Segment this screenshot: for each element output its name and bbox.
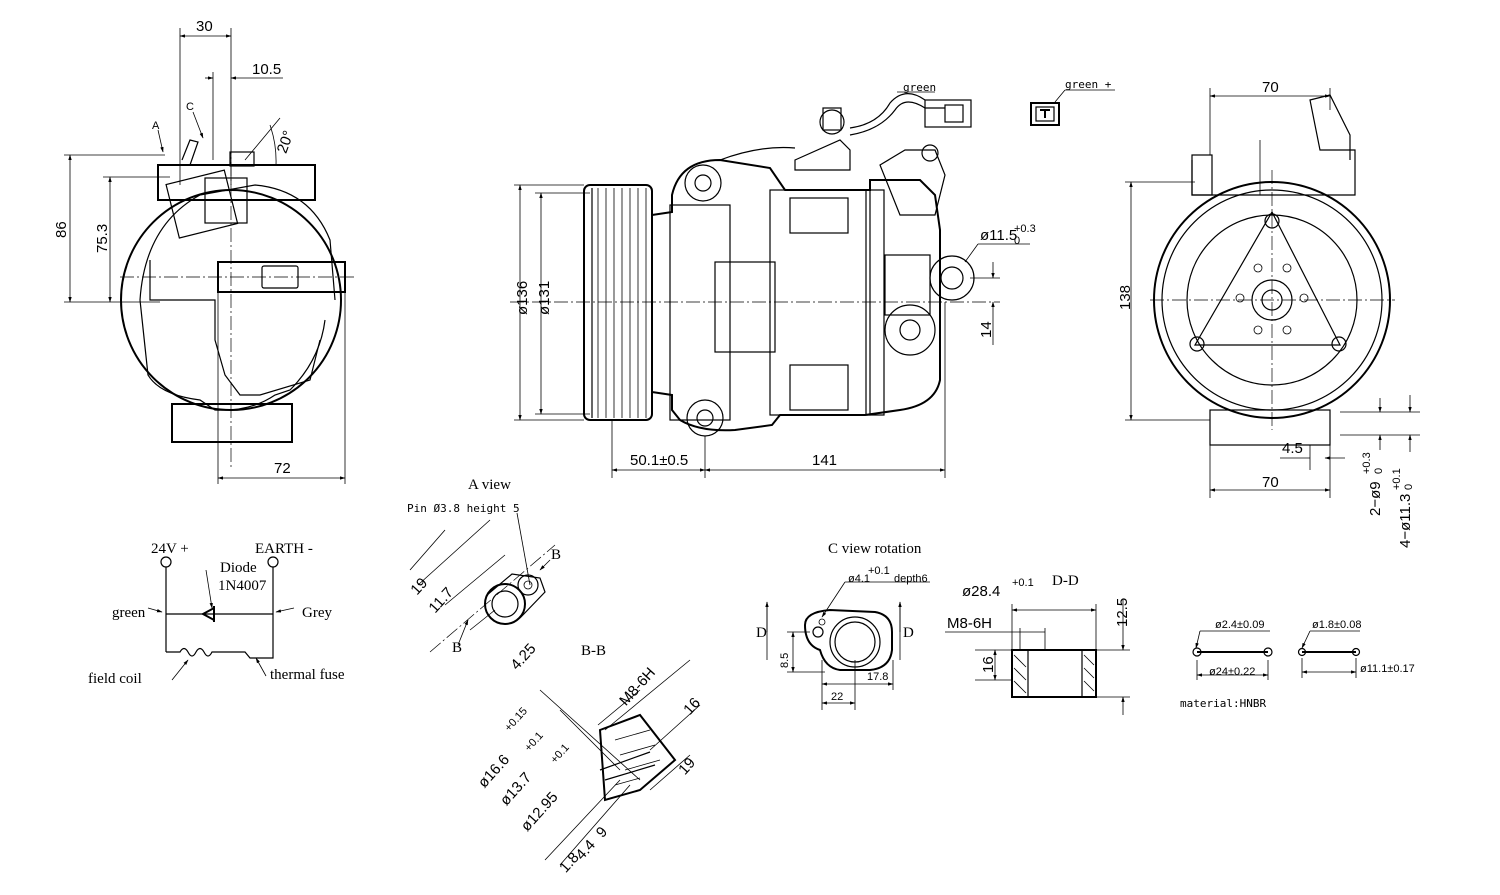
dim-10-5: 10.5 — [252, 61, 281, 78]
c-hole: ø4.1 — [848, 573, 870, 585]
connector-detail: green + — [1030, 78, 1115, 126]
dim-4-5: 4.5 — [1282, 440, 1303, 457]
dim-70-bottom: 70 — [1262, 474, 1279, 491]
label-b-top: B — [551, 547, 561, 563]
pin-note: Pin Ø3.8 height 5 — [407, 502, 520, 515]
bb-dim-d12-95: ø12.95 — [518, 789, 562, 835]
bb-section: B-B M8-6H 16 19 ø16.6 +0.15 ø13.7 +0.1 ø… — [475, 643, 704, 876]
dim-a-11-7: 11.7 — [426, 584, 457, 616]
bb-dim-9: 9 — [593, 824, 611, 842]
bb-dim-d12-95-tol: +0.1 — [548, 742, 571, 766]
dim-2-d9-tol-up: +0.3 — [1361, 452, 1373, 474]
dim-30: 30 — [196, 18, 213, 35]
c-dim-8-5: 8.5 — [779, 653, 791, 668]
dim-a-4-25: 4.25 — [507, 640, 539, 673]
c-dim-17-8: 17.8 — [867, 671, 888, 683]
label-field-coil: field coil — [88, 671, 142, 687]
label-a: A — [152, 120, 160, 132]
dd-dim-16: 16 — [980, 656, 997, 673]
label-diode: Diode — [220, 560, 257, 576]
label-thermal-fuse: thermal fuse — [270, 667, 345, 683]
label-c: C — [186, 101, 194, 113]
connector-label: green + — [1065, 78, 1112, 91]
dim-141: 141 — [812, 452, 837, 469]
dim-20-deg: 20° — [274, 128, 298, 155]
circuit-diagram: 24V + EARTH - Diode 1N4007 green Grey fi… — [88, 541, 345, 687]
dd-title: D-D — [1052, 573, 1079, 589]
dd-dim-d28-4: ø28.4 — [962, 583, 1000, 600]
label-grey-wire: Grey — [302, 605, 332, 621]
label-green-wire: green — [112, 605, 146, 621]
a-view-title: A view — [468, 477, 511, 493]
dim-75-3: 75.3 — [94, 224, 111, 253]
a-view-detail: A view Pin Ø3.8 height 5 19 11.7 4.25 B … — [407, 477, 561, 673]
dim-d131: ø131 — [536, 281, 553, 315]
ring1-id: ø24±0.22 — [1209, 666, 1255, 678]
c-view-title: C view rotation — [828, 541, 922, 557]
ring1-section: ø2.4±0.09 — [1215, 619, 1264, 631]
dim-2-d9-tol-lo: 0 — [1373, 468, 1385, 474]
ring2-section: ø1.8±0.08 — [1312, 619, 1361, 631]
label-d-right: D — [903, 625, 914, 641]
dd-dim-12-5: 12.5 — [1114, 598, 1131, 627]
c-dim-22: 22 — [831, 691, 843, 703]
dim-138: 138 — [1117, 285, 1134, 310]
dim-14: 14 — [978, 321, 995, 338]
dim-72: 72 — [274, 460, 291, 477]
bb-thread: M8-6H — [616, 664, 659, 709]
dim-50-1: 50.1±0.5 — [630, 452, 688, 469]
ring2-id: ø11.1±0.17 — [1360, 663, 1415, 675]
dim-2-d9: 2−ø9 — [1367, 481, 1384, 516]
bb-dim-19: 19 — [675, 755, 699, 779]
dd-dim-d28-4-tol: +0.1 — [1012, 577, 1034, 589]
dim-70-top: 70 — [1262, 79, 1279, 96]
c-hole-depth: depth6 — [894, 573, 928, 585]
label-24v: 24V + — [151, 541, 189, 557]
dd-thread: M8-6H — [947, 615, 992, 632]
material-note: material:HNBR — [1180, 697, 1266, 710]
dim-d11-5: ø11.5 — [980, 227, 1017, 244]
bb-dim-16: 16 — [680, 695, 704, 719]
label-d-left: D — [756, 625, 767, 641]
dim-86: 86 — [53, 221, 70, 238]
c-view-detail: C view rotation ø4.1 +0.1 depth6 D D 8.5… — [756, 541, 930, 710]
dim-4-d11-3: 4−ø11.3 — [1397, 494, 1414, 548]
dim-a-19: 19 — [407, 575, 431, 599]
bb-dim-d13-7-tol: +0.1 — [522, 730, 545, 754]
bb-title: B-B — [581, 643, 606, 659]
label-diode-model: 1N4007 — [218, 578, 267, 594]
bb-dim-d13-7: ø13.7 — [497, 769, 535, 809]
dd-section: ø28.4 +0.1 D-D M8-6H 12.5 16 — [945, 573, 1131, 715]
dim-4-d11-3-tol-up: +0.1 — [1391, 468, 1403, 490]
o-rings: ø2.4±0.09 ø24±0.22 ø1.8±0.08 ø11.1±0.17 … — [1180, 619, 1415, 710]
bb-dim-d16-6-tol: +0.15 — [502, 705, 530, 734]
dim-d11-5-tol-up: +0.3 — [1014, 223, 1036, 235]
wire-green-label: green — [903, 81, 936, 94]
dim-d136: ø136 — [514, 281, 531, 315]
right-pulley-view: 70 138 4.5 70 2−ø9 +0.3 0 4−ø11.3 +0.1 0 — [1117, 79, 1420, 548]
front-view: green ø136 ø131 ø11.5 +0.3 0 14 50.1±0.5… — [510, 81, 1036, 478]
dim-d11-5-tol-lo: 0 — [1014, 235, 1020, 247]
left-side-view: 30 10.5 A C 20° 86 75.3 72 — [53, 18, 355, 484]
label-b-bottom: B — [452, 640, 462, 656]
c-hole-tol: +0.1 — [868, 565, 890, 577]
dim-4-d11-3-tol-lo: 0 — [1403, 484, 1415, 490]
label-earth: EARTH - — [255, 541, 313, 557]
